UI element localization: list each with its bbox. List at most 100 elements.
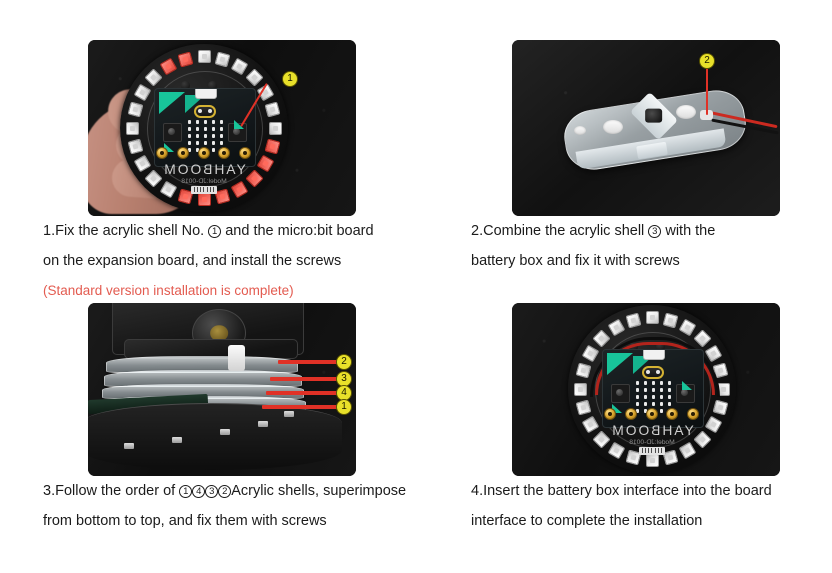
matrix-pixel — [659, 380, 663, 385]
matrix-pixel — [187, 133, 191, 138]
callout-1: 1 — [336, 399, 352, 415]
solder-pad — [284, 411, 294, 417]
matrix-pixel — [643, 394, 647, 399]
matrix-pixel — [203, 140, 207, 145]
matrix-pixel — [643, 387, 647, 392]
usb-port — [194, 89, 217, 100]
connector-tooth — [641, 447, 643, 453]
matrix-pixel — [667, 387, 671, 392]
matrix-pixel — [219, 119, 223, 124]
rgb-led — [159, 57, 178, 76]
matrix-pixel — [643, 408, 647, 413]
rgb-led — [133, 83, 152, 102]
rgb-led — [197, 192, 211, 206]
gold-pin — [238, 147, 251, 160]
rgb-led — [144, 68, 163, 87]
teal-triangle — [611, 403, 622, 413]
step-2: 2 2.Combine the acrylic shell 3 with the… — [416, 40, 832, 276]
matrix-pixel — [195, 119, 199, 124]
rgb-led — [625, 312, 642, 328]
step-2-photo-wrap: 2 — [512, 40, 832, 216]
connector-tooth — [193, 186, 195, 192]
caption-line: 1.Fix the acrylic shell No. 1 and the mi… — [43, 223, 374, 239]
connector-tooth — [203, 186, 205, 192]
gold-pin — [624, 408, 637, 421]
microbit-logo — [193, 104, 216, 118]
step-3-photo-wrap: 2 3 4 1 — [88, 303, 416, 476]
matrix-pixel — [187, 147, 191, 152]
bottom-connector — [638, 446, 665, 455]
rgb-led — [230, 57, 249, 76]
matrix-pixel — [211, 119, 215, 124]
microbit-teal-accent — [606, 353, 633, 376]
connector-tooth — [651, 447, 653, 453]
matrix-pixel — [187, 119, 191, 124]
button-a — [611, 383, 631, 403]
matrix-pixel — [195, 140, 199, 145]
connector-tooth — [654, 447, 656, 453]
rgb-led — [662, 312, 679, 328]
rgb-led — [245, 68, 264, 87]
caption-note: (Standard version installation is comple… — [43, 283, 294, 298]
matrix-pixel — [195, 133, 199, 138]
matrix-pixel — [635, 394, 639, 399]
edge-connector-pins — [156, 147, 251, 160]
matrix-pixel — [643, 401, 647, 406]
callout-leader-line — [270, 377, 340, 381]
matrix-pixel — [659, 401, 663, 406]
led-matrix — [635, 380, 671, 413]
gold-pin — [218, 147, 231, 160]
rgb-led — [645, 453, 659, 467]
matrix-pixel — [651, 401, 655, 406]
wire-connector — [700, 110, 713, 120]
callout-leader-line — [706, 67, 708, 115]
callout-leader-line — [262, 405, 340, 409]
rgb-led — [645, 311, 659, 325]
matrix-pixel — [651, 394, 655, 399]
matrix-pixel — [651, 387, 655, 392]
rgb-led — [693, 329, 712, 348]
connector-tooth — [197, 186, 199, 192]
matrix-pixel — [635, 380, 639, 385]
gold-pin — [604, 408, 617, 421]
rgb-led — [126, 121, 140, 135]
circled-number: 2 — [218, 485, 232, 498]
matrix-pixel — [211, 140, 215, 145]
solder-pad — [124, 443, 134, 449]
usb-port — [642, 350, 665, 361]
board-brand-text: YAHBOOM — [162, 162, 246, 178]
solder-pad — [258, 421, 268, 427]
matrix-pixel — [211, 147, 215, 152]
caption-line: interface to complete the installation — [471, 513, 703, 529]
circled-number: 3 — [205, 485, 219, 498]
screw-hole — [603, 120, 623, 134]
matrix-pixel — [187, 140, 191, 145]
callout-2: 2 — [699, 53, 715, 69]
matrix-pixel — [659, 387, 663, 392]
rgb-led — [268, 121, 282, 135]
matrix-pixel — [219, 126, 223, 131]
circled-number: 4 — [192, 485, 206, 498]
matrix-pixel — [651, 380, 655, 385]
matrix-pixel — [203, 119, 207, 124]
matrix-pixel — [211, 126, 215, 131]
caption-line: 4.Insert the battery box interface into … — [471, 483, 772, 499]
rgb-led — [177, 51, 194, 67]
step-1-caption: 1.Fix the acrylic shell No. 1 and the mi… — [43, 216, 416, 306]
rgb-led — [607, 318, 626, 337]
connector-tooth — [206, 186, 208, 192]
connector-tooth — [213, 186, 214, 192]
board-base-disc — [88, 403, 342, 470]
caption-line: from bottom to top, and fix them with sc… — [43, 513, 327, 529]
step-4-caption: 4.Insert the battery box interface into … — [471, 476, 832, 536]
rgb-led — [264, 138, 281, 155]
gold-pin — [686, 408, 699, 421]
matrix-pixel — [195, 147, 199, 152]
